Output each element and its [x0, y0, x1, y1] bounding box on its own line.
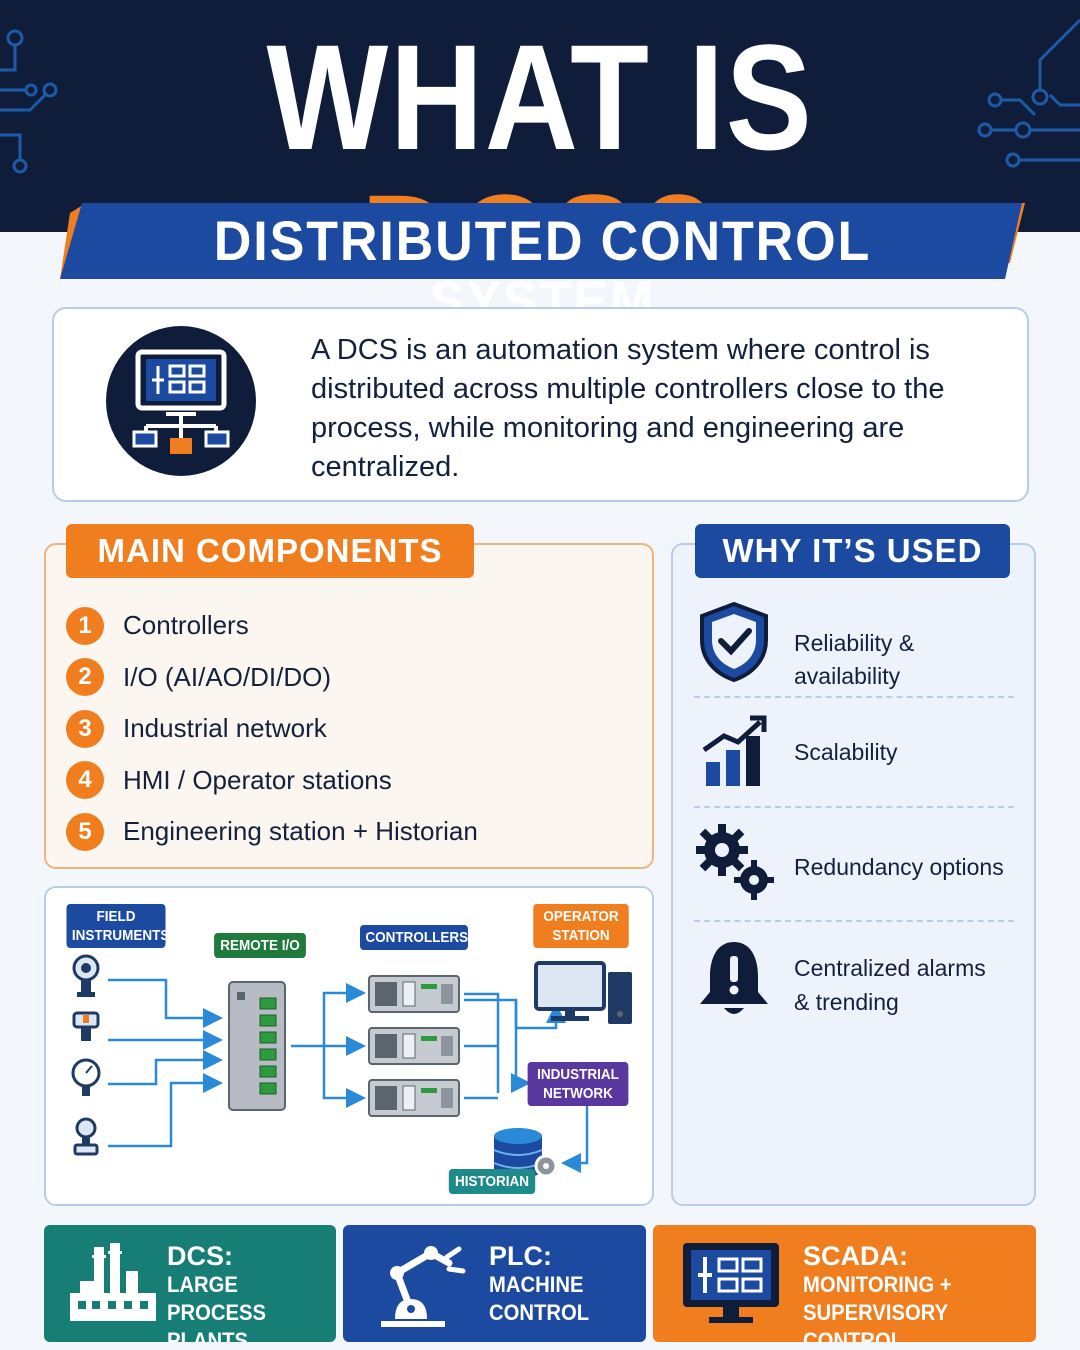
card-line2: PLANTS	[167, 1328, 248, 1342]
list-item: 5 Engineering station + Historian	[66, 806, 478, 858]
shield-check-icon	[700, 601, 768, 683]
card-line2: SUPERVISORY CONTROL	[803, 1300, 948, 1342]
card-title: DCS:	[167, 1241, 233, 1271]
why-item-redundancy: Redundancy options	[694, 822, 1014, 906]
main-components-panel	[44, 543, 654, 869]
card-dcs: DCS: LARGE PROCESS PLANTS	[44, 1225, 336, 1342]
divider	[694, 696, 1014, 698]
why-used-heading: WHY IT’S USED	[695, 524, 1010, 578]
list-item: 3 Industrial network	[66, 703, 478, 755]
card-scada: SCADA: MONITORING + SUPERVISORY CONTROL	[653, 1225, 1036, 1342]
component-label: I/O (AI/AO/DI/DO)	[123, 661, 332, 692]
bar-chart-arrow-icon	[702, 715, 767, 786]
why-item-reliability: Reliability & availability	[694, 600, 1014, 690]
historian-database	[493, 1128, 558, 1179]
card-title: SCADA:	[803, 1241, 908, 1271]
card-plc: PLC: MACHINE CONTROL	[343, 1225, 646, 1342]
monitor-icon	[683, 1243, 779, 1323]
intro-text: A DCS is an automation system where cont…	[311, 334, 945, 483]
divider	[694, 806, 1014, 808]
field-instruments-label: FIELD INSTRUMENTS	[66, 904, 169, 948]
historian-label: HISTORIAN	[448, 1169, 536, 1194]
card-line1: LARGE PROCESS	[167, 1272, 266, 1325]
robot-arm-icon	[381, 1246, 466, 1327]
number-badge: 4	[66, 761, 104, 800]
field-instrument-icons	[71, 954, 101, 1156]
why-label: Scalability	[794, 739, 898, 765]
subtitle-banner: DISTRIBUTED CONTROL SYSTEM	[60, 203, 1025, 331]
why-label: Reliability & availability	[794, 630, 915, 689]
label-line: NETWORK	[543, 1085, 613, 1102]
component-label: Industrial network	[123, 713, 327, 744]
component-label: Controllers	[123, 610, 249, 641]
industrial-network-label: INDUSTRIAL NETWORK	[527, 1062, 629, 1106]
card-text: PLC: MACHINE CONTROL	[489, 1241, 598, 1327]
banner-shape	[60, 203, 1025, 279]
label-line: INSTRUMENTS	[71, 927, 170, 944]
controller-units	[368, 975, 460, 1117]
label-line: OPERATOR	[543, 908, 619, 925]
component-label: HMI / Operator stations	[123, 764, 392, 795]
card-line2: CONTROL	[489, 1300, 590, 1325]
intro-card: A DCS is an automation system where cont…	[52, 307, 1029, 502]
remote-io-rack	[228, 981, 286, 1111]
number-badge: 3	[66, 709, 104, 748]
header: WHAT IS DCS?	[0, 0, 1080, 232]
components-list: 1 Controllers 2 I/O (AI/AO/DI/DO) 3 Industr…	[66, 600, 478, 858]
number-badge: 2	[66, 658, 104, 697]
list-item: 4 HMI / Operator stations	[66, 755, 478, 807]
why-item-scalability: Scalability	[694, 712, 1014, 792]
card-title: PLC:	[489, 1241, 552, 1271]
operator-computer	[534, 961, 632, 1024]
circuit-decoration-left	[0, 29, 58, 174]
title-white: WHAT IS	[266, 13, 814, 181]
number-badge: 5	[66, 812, 104, 851]
why-label-line1: Centralized alarms	[794, 955, 986, 981]
main-components-heading: MAIN COMPONENTS	[66, 524, 474, 578]
component-label: Engineering station + Historian	[123, 816, 478, 847]
remote-io-label: REMOTE I/O	[214, 933, 306, 958]
card-line1: MONITORING +	[803, 1272, 952, 1297]
diagram-graphics	[71, 954, 632, 1179]
page-title: WHAT IS DCS?	[76, 22, 1005, 232]
why-label: Redundancy options	[794, 854, 1004, 880]
alarm-bell-icon	[700, 942, 768, 1014]
controllers-label: CONTROLLERS	[360, 925, 468, 950]
number-badge: 1	[66, 606, 104, 645]
list-item: 1 Controllers	[66, 600, 478, 652]
label-line: INDUSTRIAL	[537, 1066, 619, 1083]
card-line1: MACHINE	[489, 1272, 584, 1297]
label-line: STATION	[552, 927, 610, 944]
label-line: FIELD	[96, 908, 136, 925]
gears-icon	[696, 824, 774, 900]
why-label-line2: & trending	[794, 989, 899, 1015]
list-item: 2 I/O (AI/AO/DI/DO)	[66, 652, 478, 704]
card-text: DCS: LARGE PROCESS PLANTS	[167, 1241, 336, 1342]
factory-icon	[70, 1243, 156, 1321]
divider	[694, 920, 1014, 922]
why-item-alarms: Centralized alarms & trending	[694, 938, 1014, 1028]
operator-station-label: OPERATOR STATION	[533, 904, 629, 948]
card-text: SCADA: MONITORING + SUPERVISORY CONTROL	[803, 1241, 1036, 1342]
network-monitor-icon	[106, 326, 256, 476]
circuit-decoration-right	[977, 18, 1080, 168]
